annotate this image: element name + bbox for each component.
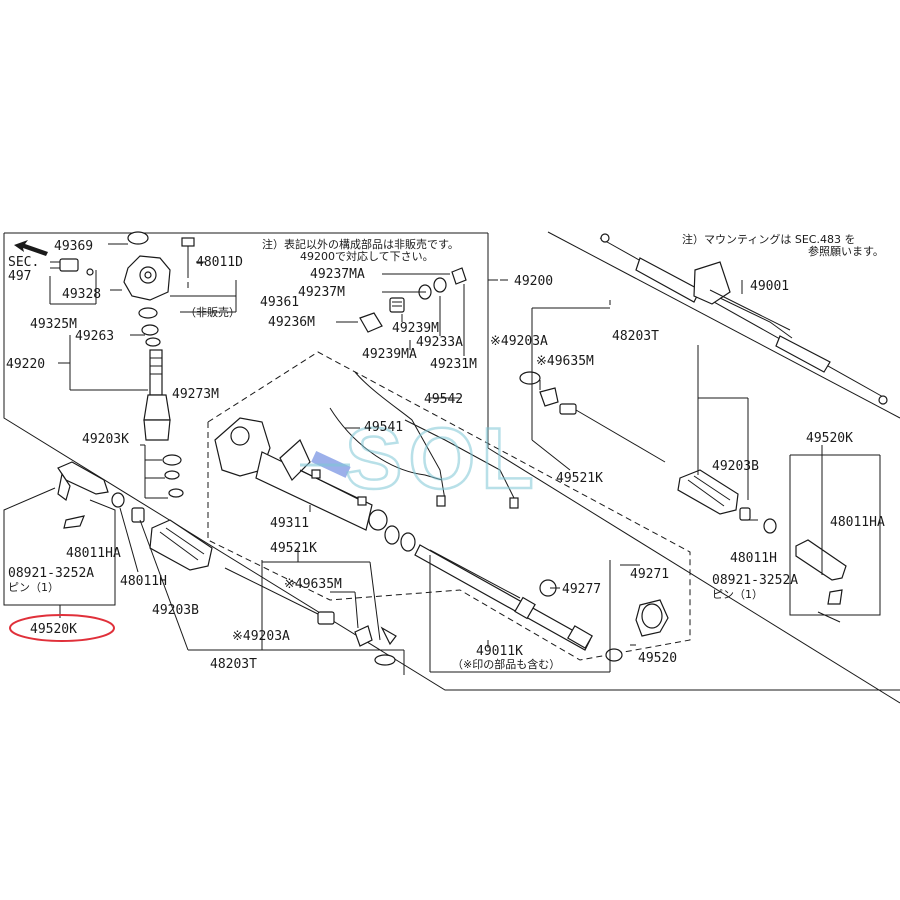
label-49239ma: 49239MA (362, 347, 417, 362)
label-49203a-left: ※49203A (232, 629, 290, 644)
label-pin-right: ピン（1） (712, 588, 763, 601)
leader-lines (3, 243, 881, 675)
label-sec: SEC. (8, 255, 39, 270)
label-49220: 49220 (6, 357, 45, 372)
label-49521k-left: 49521K (270, 541, 317, 556)
label-49311: 49311 (270, 516, 309, 531)
highlight-ring (9, 614, 115, 642)
label-49236m: 49236M (268, 315, 315, 330)
label-49325m: 49325M (30, 317, 77, 332)
note-left-line2: 49200で対応して下さい。 (300, 249, 434, 263)
label-48011ha-left: 48011HA (66, 546, 121, 561)
label-49011k: 49011K (476, 644, 523, 659)
label-49203k: 49203K (82, 432, 129, 447)
assembly-frame (3, 231, 900, 704)
hydraulic-lines (329, 371, 519, 509)
label-08921-right: 08921-3252A (712, 573, 798, 588)
right-tie-rod-assembly (519, 371, 847, 623)
label-49520: 49520 (638, 651, 677, 666)
label-49203b-left: 49203B (152, 603, 199, 618)
sec-arrow-icon (14, 240, 48, 256)
part-labels: 49369 SEC. 497 48011D 49328 49361 49325M… (6, 239, 885, 672)
label-49635m-right: ※49635M (536, 354, 594, 369)
label-49011k-note: （※印の部品も含む） (452, 657, 560, 671)
rack-housing-49311 (214, 417, 388, 531)
label-48203t-left: 48203T (210, 657, 257, 672)
label-49542: 49542 (424, 392, 463, 407)
label-49271: 49271 (630, 567, 669, 582)
note-right-line2: 参照願います。 (808, 244, 884, 258)
watermark-logo: SOL (345, 411, 540, 507)
label-49233a: 49233A (416, 335, 463, 350)
label-49203b-right: 49203B (712, 459, 759, 474)
label-48011h-left: 48011H (120, 574, 167, 589)
pinion-valve-assembly (14, 231, 195, 498)
bush-49520 (635, 599, 669, 637)
label-49237ma: 49237MA (310, 267, 365, 282)
rack-housing-dashed-box (207, 351, 691, 661)
label-49273m: 49273M (172, 387, 219, 402)
label-49277: 49277 (562, 582, 601, 597)
label-49200: 49200 (514, 274, 553, 289)
label-49328: 49328 (62, 287, 101, 302)
label-49001: 49001 (750, 279, 789, 294)
label-48011d: 48011D (196, 255, 243, 270)
label-49361: 49361 (260, 295, 299, 310)
label-pin-left: ピン（1） (8, 581, 59, 594)
label-sec-num: 497 (8, 269, 31, 284)
label-49521k-right: 49521K (556, 471, 603, 486)
label-49369: 49369 (54, 239, 93, 254)
label-49239m: 49239M (392, 321, 439, 336)
label-49237m: 49237M (298, 285, 345, 300)
note-right-line1: 注）マウンティングは SEC.483 を (682, 232, 855, 246)
label-49541: 49541 (364, 420, 403, 435)
rack-shaft-49011k (384, 525, 623, 662)
label-49635m-left: ※49635M (284, 577, 342, 592)
label-08921-left: 08921-3252A (8, 566, 94, 581)
label-49203a-right: ※49203A (490, 334, 548, 349)
label-49263: 49263 (75, 329, 114, 344)
complete-rack-49001 (599, 233, 888, 405)
note-left-line1: 注）表記以外の構成部品は非販売です。 (262, 237, 459, 251)
label-48203t-right: 48203T (612, 329, 659, 344)
label-49520k-left: 49520K (30, 622, 77, 637)
label-48011ha-right: 48011HA (830, 515, 885, 530)
label-49520k-right: 49520K (806, 431, 853, 446)
label-49231m: 49231M (430, 357, 477, 372)
label-hihanbai: （非販売） (185, 306, 240, 319)
left-tie-rod-assembly (57, 461, 397, 666)
label-48011h-right: 48011H (730, 551, 777, 566)
